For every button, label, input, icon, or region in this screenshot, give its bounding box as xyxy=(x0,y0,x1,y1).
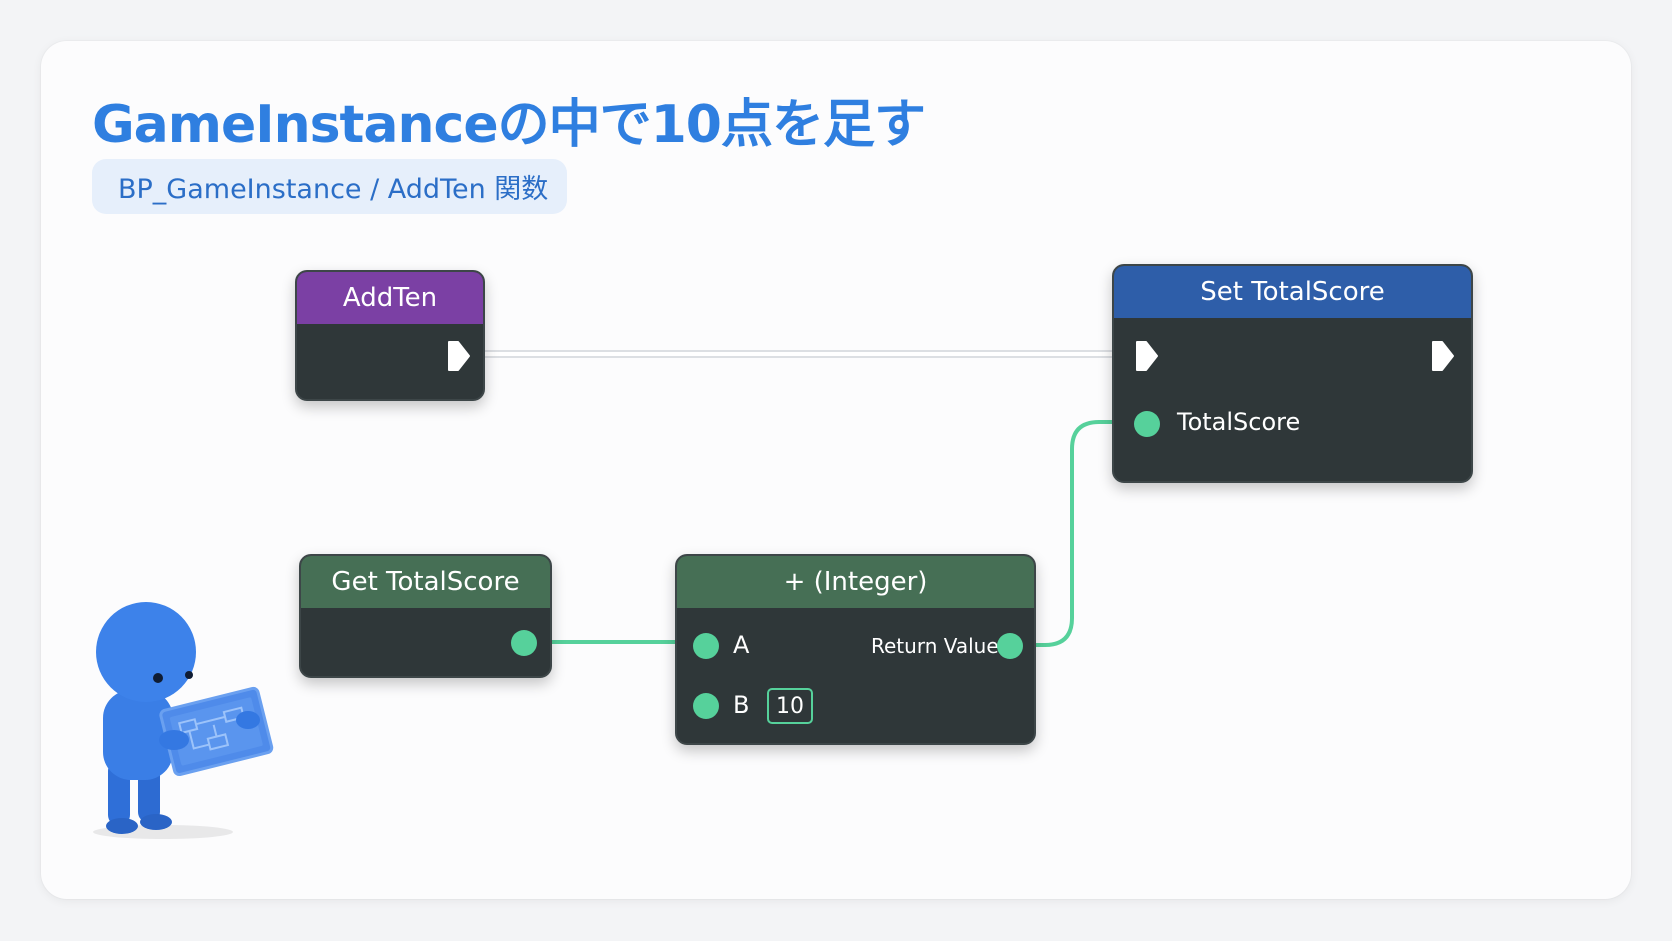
totalscore-input-pin[interactable] xyxy=(1134,411,1160,437)
pin-a-label: A xyxy=(733,631,750,659)
totalscore-input-label: TotalScore xyxy=(1177,408,1301,436)
mascot-figure-icon xyxy=(93,602,274,839)
pin-a-input[interactable] xyxy=(693,633,719,659)
subtitle-text: BP_GameInstance / AddTen 関数 xyxy=(118,174,549,205)
return-value-output-pin[interactable] xyxy=(997,633,1023,659)
node-get-total-score[interactable]: Get TotalScore xyxy=(299,554,552,678)
totalscore-output-pin[interactable] xyxy=(511,630,537,656)
pin-b-value-field[interactable]: 10 xyxy=(767,688,813,724)
return-value-label: Return Value xyxy=(871,634,999,658)
node-get-total-score-header: Get TotalScore xyxy=(301,556,550,608)
subtitle-badge: BP_GameInstance / AddTen 関数 xyxy=(92,159,567,214)
node-add-ten[interactable]: AddTen xyxy=(295,270,485,401)
node-set-total-score[interactable]: Set TotalScore TotalScore xyxy=(1112,264,1473,483)
node-set-total-score-header: Set TotalScore xyxy=(1114,266,1471,318)
node-add-ten-header: AddTen xyxy=(297,272,483,324)
exec-out-pin-icon[interactable] xyxy=(446,339,472,373)
page-title: GameInstanceの中で10点を足す xyxy=(92,95,926,155)
pin-b-label: B xyxy=(733,691,750,719)
node-add-integer-header: + (Integer) xyxy=(677,556,1034,608)
pin-b-input[interactable] xyxy=(693,693,719,719)
node-add-integer[interactable]: + (Integer) A Return Value B 10 xyxy=(675,554,1036,745)
exec-in-pin-icon[interactable] xyxy=(1134,339,1160,373)
exec-out-pin-icon[interactable] xyxy=(1430,339,1456,373)
